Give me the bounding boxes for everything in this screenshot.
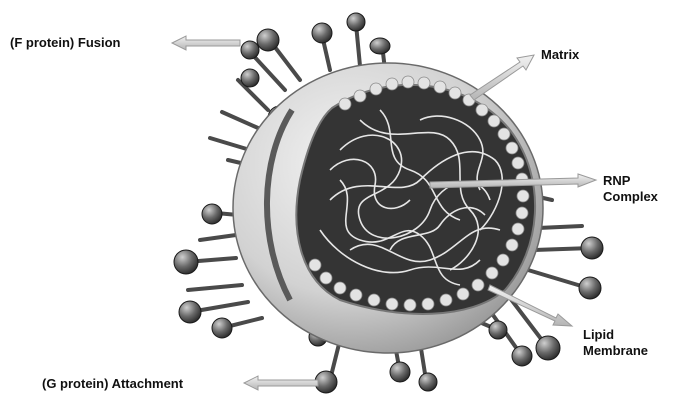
rnp-label-line2: Complex [603, 189, 658, 205]
matrix-arrow [470, 55, 534, 100]
fusion-arrow [172, 36, 240, 50]
matrix-label-text: Matrix [541, 47, 579, 63]
fusion-label-text: (F protein) Fusion [10, 35, 120, 51]
fusion-protein-label: (F protein) Fusion [10, 35, 120, 51]
lipid-membrane-label: Lipid Membrane [583, 327, 648, 359]
rnp-complex-label: RNP Complex [603, 173, 658, 205]
attachment-label-text: (G protein) Attachment [42, 376, 183, 392]
lipid-label-line2: Membrane [583, 343, 648, 359]
matrix-label: Matrix [541, 47, 579, 63]
rnp-label-line1: RNP [603, 173, 658, 189]
lipid-label-line1: Lipid [583, 327, 648, 343]
attachment-arrow [244, 376, 318, 390]
attachment-protein-label: (G protein) Attachment [42, 376, 183, 392]
